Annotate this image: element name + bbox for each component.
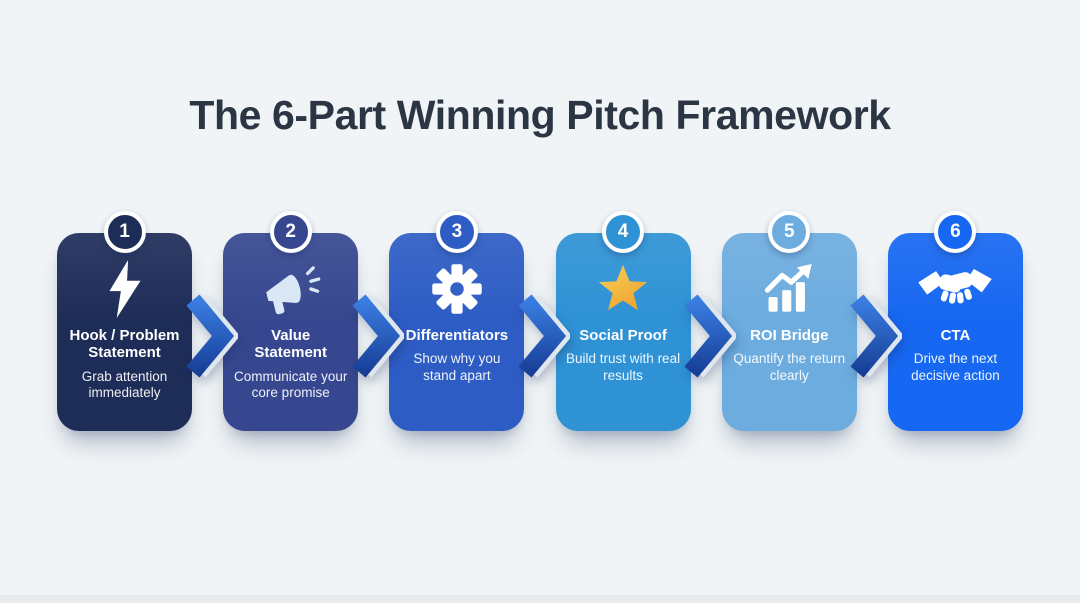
step-number: 6 xyxy=(950,221,961,242)
flow-arrow xyxy=(518,294,570,378)
step-title: Differentiators xyxy=(405,327,509,344)
step-card-cta: 6 CTA Drive the next de xyxy=(887,211,1023,431)
step-number: 2 xyxy=(285,221,296,242)
gear-icon xyxy=(430,257,484,321)
step-title: ROI Bridge xyxy=(750,327,829,344)
step-title: Hook / Problem Statement xyxy=(69,327,180,362)
step-title: Social Proof xyxy=(579,327,667,344)
megaphone-icon xyxy=(260,257,322,321)
step-title: CTA xyxy=(940,327,971,344)
flow-arrow xyxy=(684,294,736,378)
step-description: Drive the next decisive action xyxy=(911,351,1000,383)
page-title: The 6-Part Winning Pitch Framework xyxy=(189,92,891,138)
step-description: Quantify the return clearly xyxy=(733,351,846,383)
step-card-value-statement: 2 Value Statement Communica xyxy=(223,211,359,431)
step-card-roi-bridge: 5 ROI Bridge Quantify the return clearly xyxy=(721,211,857,431)
step-card-hook-problem: 1 Hook / Problem Statement Grab attentio… xyxy=(57,211,192,431)
step-card-social-proof: 4 Social Proof Build trust with real res… xyxy=(555,211,691,431)
step-title: Value Statement xyxy=(254,327,327,362)
flow-arrow xyxy=(186,294,238,378)
step-number-badge: 5 xyxy=(768,211,811,253)
step-number: 5 xyxy=(783,221,795,242)
step-number-badge: 6 xyxy=(934,211,977,253)
step-number-badge: 1 xyxy=(103,211,146,253)
growth-chart-icon xyxy=(763,257,815,321)
step-description: Show why you stand apart xyxy=(413,351,501,383)
step-card-differentiators: 3 Dif xyxy=(389,211,525,431)
step-description: Build trust with real results xyxy=(566,351,681,383)
step-number: 1 xyxy=(119,221,130,242)
step-description: Communicate your core promise xyxy=(234,368,348,400)
step-description: Grab attention immediately xyxy=(81,368,168,400)
step-number-badge: 2 xyxy=(269,211,312,253)
step-number-badge: 3 xyxy=(435,211,478,253)
step-number: 4 xyxy=(617,221,629,242)
step-number: 3 xyxy=(451,221,463,242)
lightning-bolt-icon xyxy=(107,257,143,321)
flow-arrow xyxy=(850,294,902,378)
handshake-icon xyxy=(916,257,994,321)
star-icon xyxy=(594,257,652,321)
framework-flow: 1 Hook / Problem Statement Grab attentio… xyxy=(57,211,1023,431)
step-number-badge: 4 xyxy=(602,211,645,253)
flow-arrow xyxy=(352,294,404,378)
